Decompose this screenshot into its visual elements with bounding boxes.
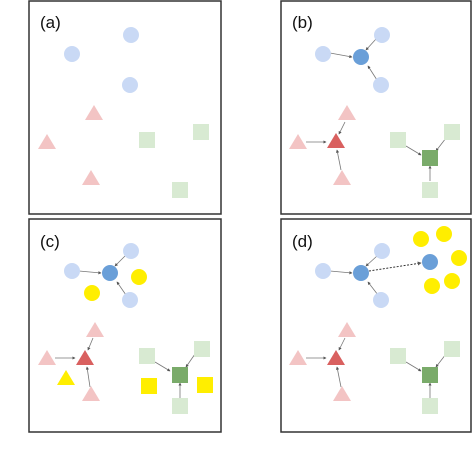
- yellow-square-node: [197, 377, 213, 393]
- blue-node: [315, 263, 331, 279]
- blue-center-node: [353, 265, 369, 281]
- edge-arrow: [335, 366, 342, 388]
- yellow-triangle-node: [57, 370, 75, 385]
- blue-center-node: [102, 265, 118, 281]
- edge-arrow: [367, 281, 379, 296]
- red-center-node: [76, 350, 94, 365]
- red-center-node: [327, 350, 345, 365]
- edge-arrow: [87, 337, 94, 351]
- blue-node: [64, 46, 80, 62]
- red-triangle-node: [333, 170, 351, 185]
- blue-center-node: [353, 49, 369, 65]
- panel-c-frame: [28, 218, 222, 433]
- yellow-square-node: [141, 378, 157, 394]
- green-square-node: [172, 182, 188, 198]
- panel-d-frame: [280, 218, 472, 433]
- panel-a-frame: [28, 0, 222, 215]
- yellow-node: [131, 269, 147, 285]
- green-square-node: [444, 124, 460, 140]
- panel-d-content: [289, 226, 467, 414]
- panel-b-frame: [280, 0, 472, 215]
- blue-center-node: [422, 254, 438, 270]
- panel-a-label: (a): [40, 13, 61, 32]
- yellow-node: [444, 273, 460, 289]
- edge-arrow: [78, 270, 102, 275]
- green-square-node: [390, 348, 406, 364]
- red-triangle-node: [338, 105, 356, 120]
- green-square-node: [390, 132, 406, 148]
- edge-arrow: [435, 137, 447, 152]
- yellow-node: [413, 231, 429, 247]
- green-center-node: [422, 150, 438, 166]
- green-square-node: [194, 341, 210, 357]
- green-center-node: [422, 367, 438, 383]
- edge-arrow: [185, 353, 196, 368]
- blue-node: [123, 27, 139, 43]
- red-triangle-node: [82, 170, 100, 185]
- edge-arrow: [85, 366, 91, 388]
- green-square-node: [172, 398, 188, 414]
- yellow-node: [451, 250, 467, 266]
- yellow-node: [436, 226, 452, 242]
- blue-node: [373, 292, 389, 308]
- edge-arrow: [329, 52, 353, 59]
- red-triangle-node: [82, 386, 100, 401]
- red-triangle-node: [86, 322, 104, 337]
- green-square-node: [139, 348, 155, 364]
- edge-arrow: [338, 121, 346, 135]
- red-triangle-node: [289, 350, 307, 365]
- green-square-node: [422, 398, 438, 414]
- edge-arrow: [367, 65, 378, 81]
- blue-node: [315, 46, 331, 62]
- caption-fragment: [0, 440, 474, 454]
- edge-arrow: [114, 255, 126, 267]
- red-triangle-node: [333, 386, 351, 401]
- edge-arrow: [405, 145, 422, 156]
- green-square-node: [139, 132, 155, 148]
- blue-node: [123, 243, 139, 259]
- edge-arrow: [329, 270, 353, 275]
- panel-c-label: (c): [40, 232, 60, 251]
- edge-arrow: [338, 337, 346, 351]
- red-center-node: [327, 133, 345, 148]
- red-triangle-node: [289, 134, 307, 149]
- edge-arrow: [405, 361, 422, 372]
- panel-a-content: [38, 27, 209, 198]
- blue-node: [122, 77, 138, 93]
- edge-arrow: [154, 361, 171, 372]
- green-square-node: [193, 124, 209, 140]
- panel-b-label: (b): [292, 13, 313, 32]
- edge-arrow: [365, 38, 377, 51]
- long-edge-arrow: [368, 261, 422, 272]
- blue-node: [374, 243, 390, 259]
- blue-node: [122, 292, 138, 308]
- edge-arrow: [116, 281, 127, 296]
- red-triangle-node: [38, 134, 56, 149]
- panel-b-content: [289, 27, 460, 198]
- red-triangle-node: [85, 105, 103, 120]
- panel-c-content: [38, 243, 213, 414]
- panel-d-label: (d): [292, 232, 313, 251]
- green-square-node: [444, 341, 460, 357]
- edge-arrow: [335, 149, 342, 171]
- green-center-node: [172, 367, 188, 383]
- yellow-node: [424, 278, 440, 294]
- yellow-node: [84, 285, 100, 301]
- red-triangle-node: [38, 350, 56, 365]
- blue-node: [373, 77, 389, 93]
- blue-node: [64, 263, 80, 279]
- blue-node: [374, 27, 390, 43]
- red-triangle-node: [338, 322, 356, 337]
- green-square-node: [422, 182, 438, 198]
- edge-arrow: [365, 255, 378, 267]
